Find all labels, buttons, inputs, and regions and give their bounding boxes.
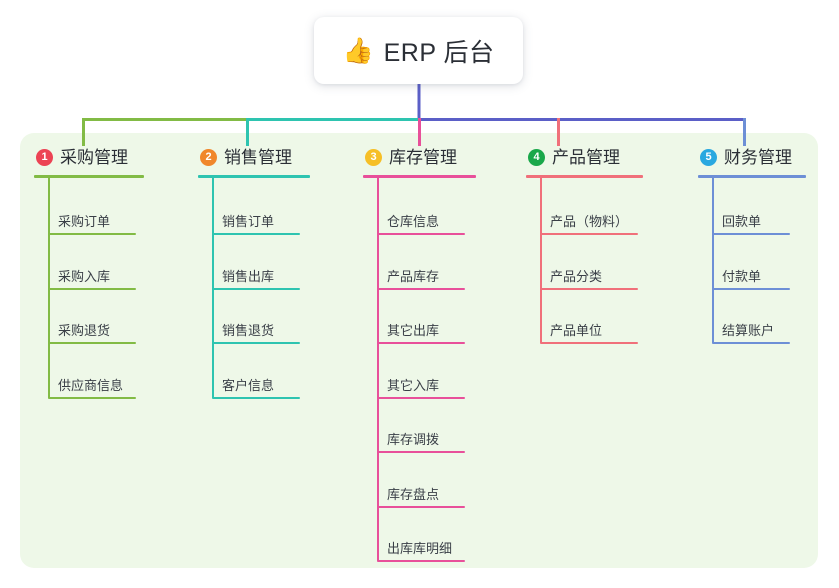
- branch-title-2: 销售管理: [224, 148, 292, 167]
- leaf-node[interactable]: 销售退货: [212, 314, 300, 344]
- leaf-node-label: 付款单: [722, 268, 762, 284]
- leaf-node-rule: [377, 342, 465, 344]
- leaf-node-label: 产品库存: [387, 268, 440, 284]
- leaf-node-rule: [377, 233, 465, 235]
- leaf-node-rule: [48, 396, 136, 399]
- branch-header-4[interactable]: 4 产品管理: [528, 149, 620, 166]
- branch-title-1: 采购管理: [60, 148, 128, 167]
- leaf-node[interactable]: 销售订单: [212, 205, 300, 235]
- leaf-node[interactable]: 其它入库: [377, 369, 465, 399]
- leaf-node-rule: [712, 233, 790, 235]
- leaf-node[interactable]: 采购退货: [48, 314, 136, 344]
- leaf-node[interactable]: 销售出库: [212, 260, 300, 290]
- leaf-node-label: 库存调拨: [387, 432, 440, 447]
- leaf-node-rule: [212, 287, 300, 290]
- leaf-node[interactable]: 采购入库: [48, 260, 136, 290]
- leaf-node[interactable]: 产品单位: [540, 314, 638, 344]
- thumbs-up-icon: 👍: [342, 37, 374, 65]
- leaf-node-rule: [48, 233, 136, 235]
- leaf-node[interactable]: 产品库存: [377, 260, 465, 290]
- leaf-node[interactable]: 回款单: [712, 205, 790, 235]
- leaf-node-label: 产品（物料）: [550, 214, 629, 229]
- leaf-node-label: 出库库明细: [387, 541, 453, 556]
- leaf-node-label: 仓库信息: [387, 214, 440, 229]
- leaf-node-label: 采购入库: [58, 268, 111, 284]
- leaf-node[interactable]: 供应商信息: [48, 369, 136, 399]
- leaf-node-label: 产品分类: [550, 268, 603, 284]
- leaf-node-label: 销售退货: [222, 323, 275, 338]
- leaf-node-rule: [712, 342, 790, 344]
- leaf-node-label: 其它出库: [387, 323, 440, 338]
- leaf-node[interactable]: 产品分类: [540, 260, 638, 290]
- leaf-node[interactable]: 客户信息: [212, 369, 300, 399]
- leaf-node-rule: [377, 396, 465, 399]
- branch-header-2[interactable]: 2 销售管理: [200, 149, 292, 166]
- leaf-node-label: 采购退货: [58, 323, 111, 338]
- leaf-node[interactable]: 其它出库: [377, 314, 465, 344]
- leaf-node-rule: [212, 342, 300, 344]
- leaf-node-rule: [48, 287, 136, 290]
- leaf-node[interactable]: 库存调拨: [377, 423, 465, 453]
- leaf-node-label: 采购订单: [58, 214, 111, 229]
- leaf-node[interactable]: 采购订单: [48, 205, 136, 235]
- leaf-node-label: 其它入库: [387, 377, 440, 393]
- leaf-node-label: 销售订单: [222, 214, 275, 229]
- leaf-node-rule: [48, 342, 136, 344]
- leaf-node-rule: [377, 560, 465, 562]
- branch-header-3[interactable]: 3 库存管理: [365, 149, 457, 166]
- leaf-node[interactable]: 付款单: [712, 260, 790, 290]
- leaf-node-rule: [212, 396, 300, 399]
- diagram-panel: [20, 133, 818, 568]
- branch-title-5: 财务管理: [724, 148, 792, 167]
- leaf-node-rule: [212, 233, 300, 235]
- branch-header-5[interactable]: 5 财务管理: [700, 149, 792, 166]
- branch-title-4: 产品管理: [552, 148, 620, 167]
- leaf-node[interactable]: 产品（物料）: [540, 205, 638, 235]
- branch-number-badge-2: 2: [200, 149, 217, 166]
- leaf-node-rule: [540, 287, 638, 290]
- branch-number-badge-3: 3: [365, 149, 382, 166]
- leaf-node-label: 产品单位: [550, 323, 603, 338]
- branch-title-3: 库存管理: [389, 148, 457, 167]
- leaf-node-label: 客户信息: [222, 377, 275, 393]
- leaf-node[interactable]: 结算账户: [712, 314, 790, 344]
- leaf-node[interactable]: 库存盘点: [377, 478, 465, 508]
- branch-number-badge-5: 5: [700, 149, 717, 166]
- branch-number-badge-1: 1: [36, 149, 53, 166]
- leaf-node[interactable]: 仓库信息: [377, 205, 465, 235]
- branch-number-badge-4: 4: [528, 149, 545, 166]
- root-node-title: ERP 后台: [383, 38, 495, 67]
- root-node[interactable]: 👍 ERP 后台: [314, 17, 523, 84]
- branch-header-1[interactable]: 1 采购管理: [36, 149, 128, 166]
- leaf-node-label: 回款单: [722, 214, 762, 229]
- leaf-node-label: 结算账户: [722, 323, 775, 338]
- leaf-node-rule: [377, 451, 465, 453]
- leaf-node-label: 库存盘点: [387, 486, 440, 502]
- leaf-node-rule: [712, 287, 790, 290]
- leaf-node-rule: [540, 233, 638, 235]
- leaf-node[interactable]: 出库库明细: [377, 532, 465, 562]
- leaf-node-rule: [377, 505, 465, 508]
- leaf-node-rule: [540, 342, 638, 344]
- leaf-node-label: 供应商信息: [58, 377, 124, 393]
- leaf-node-rule: [377, 287, 465, 290]
- leaf-node-label: 销售出库: [222, 268, 275, 284]
